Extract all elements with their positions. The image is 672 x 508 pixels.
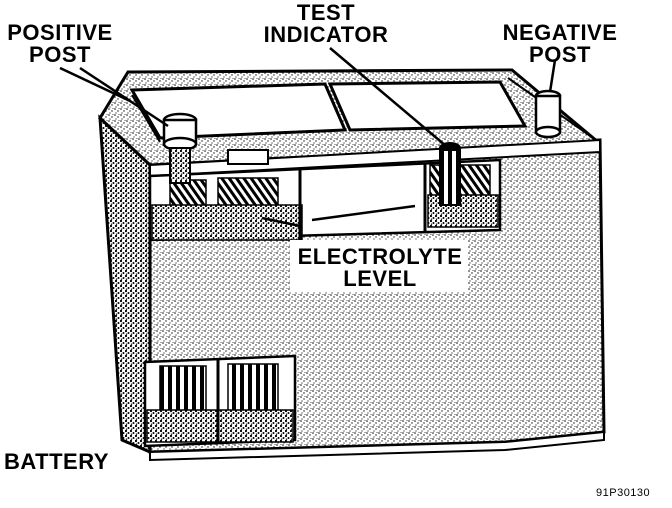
electrolyte-level-label-line2: LEVEL (343, 266, 417, 291)
negative-post-label: NEGATIVE POST (500, 22, 620, 66)
leader-lines (59, 47, 557, 228)
positive-post-label-line1: POSITIVE (7, 20, 113, 45)
negative-post-label-line1: NEGATIVE (502, 20, 618, 45)
figure-id: 91P30130 (596, 487, 651, 499)
positive-post-label: POSITIVE POST (6, 22, 114, 66)
test-indicator (439, 142, 461, 206)
electrolyte-level-label-line1: ELECTROLYTE (297, 244, 463, 269)
battery-case-side (98, 114, 152, 455)
negative-post (534, 89, 562, 139)
positive-post-label-line2: POST (29, 42, 91, 67)
test-indicator-label: TEST INDICATOR (262, 2, 390, 46)
positive-post (162, 112, 198, 184)
top-vent-panel-right (327, 80, 528, 132)
electrolyte-level-label: ELECTROLYTE LEVEL (292, 246, 468, 290)
negative-post-label-line2: POST (529, 42, 591, 67)
test-indicator-label-line2: INDICATOR (263, 22, 389, 47)
battery-label: BATTERY (4, 449, 109, 474)
test-indicator-label-line1: TEST (296, 0, 356, 25)
